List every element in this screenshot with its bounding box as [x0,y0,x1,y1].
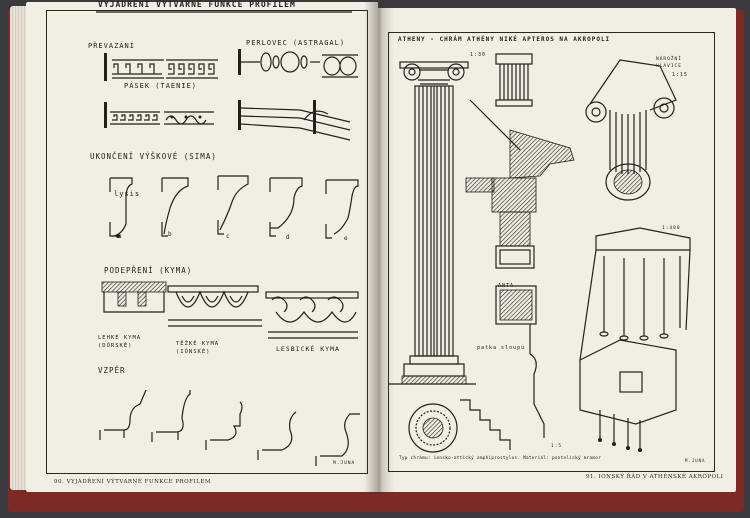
label-taenia: PÁSEK (TAENIE) [124,82,198,90]
label-corner-capital: NÁROŽNÍ HLAVICE [656,57,682,69]
label-tie: PŘEVAZÁNÍ [88,42,135,50]
left-signature: M.JUNA [333,461,356,466]
left-page [26,2,378,492]
sima-letter: c [226,233,231,240]
ionic-column-elevation [388,61,476,385]
scale-label: 1:400 [662,226,681,231]
left-footer: 90. VYJÁDŘENÍ VÝTVARNÉ FUNKCE PROFILEM [54,479,211,485]
left-plate-frame [46,10,368,474]
left-plate-title: VYJÁDŘENÍ VÝTVARNÉ FUNKCE PROFILEM [98,0,296,9]
astragal-pattern [238,49,358,78]
scale-label: 1:5 [551,444,563,449]
scale-label: 1:30 [470,52,487,58]
bottom-caption: Typ chrámu: ionsko-attický amphiprostylo… [399,456,602,461]
base-profiles [99,389,360,466]
label-ionic-kyma: TĚŽKÉ KYMA (IÓNSKÉ) [176,341,220,355]
right-plate-title: ATHENY - CHRÁM ATHÉNY NIKÉ APTEROS NA AK… [398,36,611,43]
sima-profiles [109,175,359,239]
right-signature: M.JUNA [685,458,706,463]
temple-perspective [579,227,691,452]
label-kyma: PODEPŘENÍ (KYMA) [104,266,193,275]
kyma-friezes [101,281,359,339]
page-edges [10,6,30,490]
corner-capital-perspective [585,59,677,201]
label-astragal: PERLOVEC (ASTRAGAL) [246,39,346,47]
taenia-pattern [104,100,351,141]
right-footer: 91. IONSKÝ ŘÁD V ATHÉNSKÉ AKROPOLI [586,474,724,480]
capital-detail [495,53,533,107]
label-sima: UKONČENÍ VÝŠKOVÉ (SIMA) [90,152,217,161]
scale-label: 1:15 [672,72,689,78]
label-lesbian-kyma: LESBICKÉ KYMA [276,345,340,353]
meander-pattern [104,53,218,81]
book-gutter [364,2,394,494]
column-plan [408,399,511,453]
sima-letter: e [344,235,349,242]
entablature-section [465,99,575,438]
right-plate-frame [388,32,715,472]
label-column-base: patka sloupu [477,345,526,351]
sima-letter: d [286,234,291,241]
label-doric-kyma: LEHKÉ KYMA (DÓRSKÉ) [98,335,142,349]
sima-letter: b [168,231,173,238]
label-base: VZPĚR [98,366,126,375]
